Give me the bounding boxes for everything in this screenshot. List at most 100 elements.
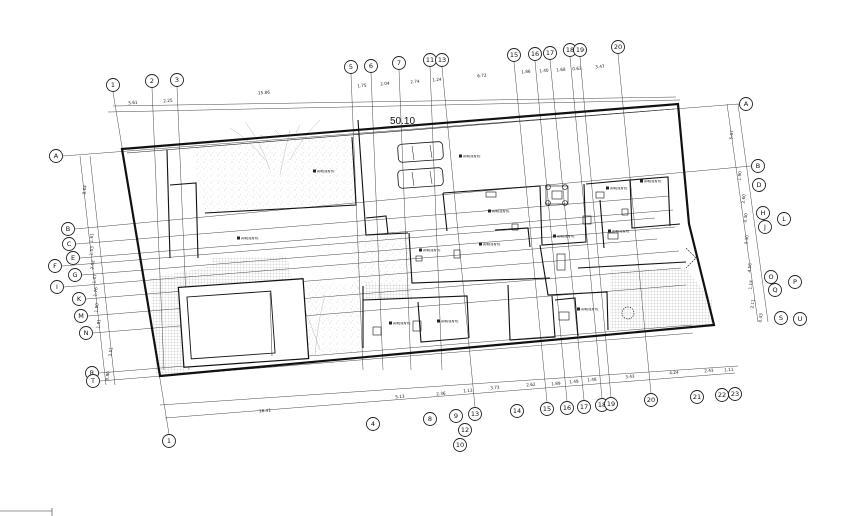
grid-bubble: 23 (728, 387, 742, 401)
dimension-value: 3.51 (108, 347, 114, 357)
grid-bubble: 11 (423, 53, 437, 67)
grid-bubble-label: J (763, 223, 766, 231)
furniture (372, 184, 697, 336)
dimension-value: 0.40 (743, 213, 749, 223)
dimension-value: 2.43 (704, 368, 714, 374)
room-tag: AMBIENTE (488, 209, 509, 214)
grid-bubble-label: 13 (471, 410, 479, 418)
grid-bubble-label: A (744, 100, 749, 108)
dimension-value: 1.81 (96, 319, 102, 329)
grid-line (579, 56, 612, 398)
dimension-value: 1.14 (748, 280, 754, 290)
grid-bubble: G (68, 268, 82, 282)
swimming-pool (177, 278, 310, 368)
dimension-value: 1.48 (587, 377, 597, 383)
dimension-value: 1.40 (539, 68, 549, 74)
grid-bubble-label: O (768, 273, 773, 281)
dimension-value: 1.90 (94, 303, 100, 313)
grid-bubble-label: 21 (693, 393, 701, 401)
grid-bubble: 5 (344, 60, 358, 74)
grid-bubble: B (751, 159, 765, 173)
grid-bubble-label: 1 (167, 437, 171, 445)
grid-bubble-label: 10 (456, 441, 464, 449)
grid-bubble-label: H (761, 209, 766, 217)
dimension-value: 0.80 (105, 371, 111, 381)
grid-bubble: U (793, 312, 807, 326)
room-tag-label: AMBIENTE (393, 322, 410, 326)
grid-bubble: 17 (577, 400, 591, 414)
grid-bubble: 22 (715, 388, 729, 402)
room-tag-label: AMBIENTE (492, 210, 509, 214)
grid-bubble-label: 9 (454, 412, 458, 420)
room-tag: AMBIENTE (553, 234, 574, 239)
dimension-value: 18.41 (259, 408, 272, 414)
grid-line (617, 53, 652, 394)
grid-bubble: E (66, 251, 80, 265)
dimension-value: 1.53 (89, 246, 95, 256)
grid-bubble-label: 16 (531, 50, 539, 58)
grid-bubble-label: 5 (349, 63, 353, 71)
grid-bubble-label: A (54, 152, 59, 160)
grid-bubble-label: R (90, 369, 95, 377)
grid-bubble: O (764, 270, 778, 284)
grid-bubble: M (74, 309, 88, 323)
grid-bubble-label: 3 (175, 76, 179, 84)
dimension-value: 3.73 (490, 385, 500, 391)
grid-bubble-label: 19 (576, 46, 584, 54)
grid-bubble-label: 11 (426, 56, 434, 64)
grid-bubble-label: N (84, 329, 89, 337)
dimension-value: 1.11 (724, 367, 734, 373)
grid-bubble-label: B (756, 162, 760, 170)
grid-bubble-label: 20 (614, 43, 622, 51)
grid-bubble-label: 22 (718, 391, 726, 399)
grid-bubble-label: 2 (150, 77, 154, 85)
room-tag: AMBIENTE (237, 236, 258, 241)
interior-walls (166, 119, 687, 348)
dimension-value: 3.43 (625, 374, 635, 380)
grid-bubble: A (739, 97, 753, 111)
room-tag: AMBIENTE (479, 242, 500, 247)
dimension-value: 1.86 (521, 69, 531, 75)
dimension-value: 2.74 (410, 79, 420, 85)
grid-line (350, 73, 364, 371)
grid-bubble-label: L (782, 215, 786, 223)
room-tag: AMBIENTE (577, 307, 598, 312)
room-tag: AMBIENTE (608, 229, 629, 234)
dimension-value: 5.61 (128, 100, 138, 106)
grid-bubble-label: 7 (397, 59, 401, 67)
grid-bubble-label: C (67, 240, 72, 248)
grid-bubble: 2 (145, 74, 159, 88)
dimension-value: 1.13 (463, 388, 473, 394)
dimension-value: 2.04 (380, 81, 390, 87)
grid-bubble-label: 13 (438, 56, 446, 64)
grid-bubble-label: 6 (369, 62, 373, 70)
grid-bubble-label: Q (772, 286, 777, 294)
dimension-value: 15.86 (258, 90, 271, 96)
grid-bubble-label: U (798, 315, 803, 323)
grid-bubble: 3 (170, 73, 184, 87)
room-tag-label: AMBIENTE (557, 235, 574, 239)
grid-bubble-label: P (793, 278, 797, 286)
grid-bubble-label: 17 (546, 49, 554, 57)
garage-cars (397, 141, 444, 189)
dimension-value: 0.43 (758, 313, 764, 323)
room-tag-label: AMBIENTE (644, 180, 661, 184)
grid-bubble: 9 (449, 409, 463, 423)
grid-bubble: 4 (366, 417, 380, 431)
room-tag-label: AMBIENTE (463, 155, 480, 159)
grid-bubble: 16 (528, 47, 542, 61)
dimension-value: 1.61 (89, 233, 95, 243)
grid-bubble-label: M (78, 312, 84, 320)
grid-bubble: A (49, 149, 63, 163)
grid-bubble-label: F (53, 262, 57, 270)
room-tag-label: AMBIENTE (610, 187, 627, 191)
grid-bubble: 17 (543, 46, 557, 60)
dimension-value: 1.07 (92, 274, 98, 284)
grid-line (75, 195, 670, 245)
dimension-value: 4.56 (747, 263, 753, 273)
dimension-value: 6.72 (477, 73, 487, 79)
grid-bubble: 19 (604, 397, 618, 411)
